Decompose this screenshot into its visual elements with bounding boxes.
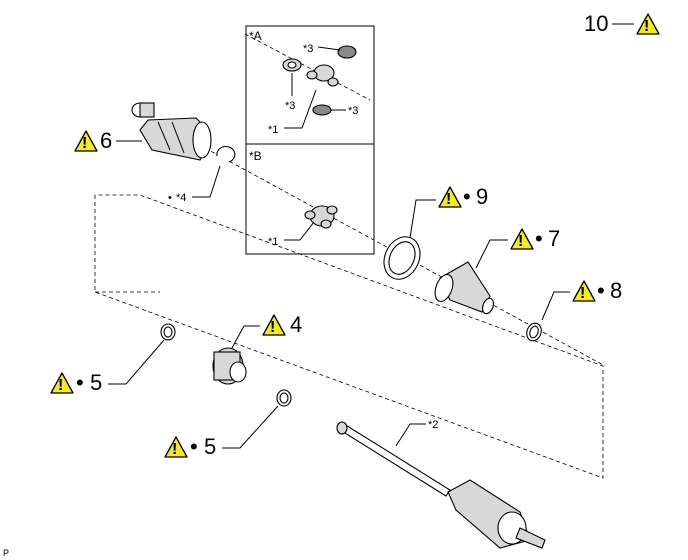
bullet-8: • [597,278,605,303]
note-2-label: *2 [428,419,438,431]
inset-panel-a: *A *3 *3 *3 *1 [245,25,375,145]
part-number-7: 7 [548,226,560,251]
damper-part [212,347,247,385]
callout-8: ! • 8 [541,278,622,321]
joint-housing-part [131,102,212,161]
part-number-8: 8 [610,278,622,303]
bullet-5-lower: • [190,434,198,459]
callout-7: ! • 7 [475,226,560,269]
clip-lower-part [276,389,292,407]
inset-b-title: *B [249,149,262,163]
boot-clamp-part [383,236,421,280]
figure-code: P [3,548,9,558]
bullet-5-upper: • [76,370,84,395]
part-number-5-upper: 5 [90,370,102,395]
inset-panel-b: *B *1 [245,143,375,255]
caution-triangle-icon: ! [82,135,87,152]
part-number-5-lower: 5 [204,434,216,459]
small-clamp-part [526,322,542,342]
caution-triangle-icon: ! [270,319,275,336]
part-number-10: 10 [584,11,608,36]
callout-9: ! • 9 [409,184,488,239]
snap-ring-part [216,146,236,163]
caution-triangle-icon: ! [518,233,523,250]
assembly-centerlines [94,33,606,479]
caution-triangle-icon: ! [446,191,451,208]
inset-a-title: *A [249,29,262,43]
inset-a-note-3-top: *3 [303,43,313,55]
inset-a-note-3-left: *3 [285,100,295,112]
caution-triangle-icon: ! [58,377,63,394]
callout-10: 10 ! [584,11,660,36]
drive-shaft-part [336,421,546,549]
bullet-9: • [463,184,471,209]
bullet-note-4: • [168,192,172,204]
callout-4: ! 4 [231,312,302,349]
callout-note-2: *2 [395,419,438,447]
caution-triangle-icon: ! [644,18,649,35]
inset-b-note-1: *1 [268,236,278,248]
part-number-4: 4 [290,312,302,337]
boot-part [434,261,494,315]
inset-a-note-1: *1 [268,124,278,136]
clip-upper-part [160,323,176,341]
note-4-label: *4 [176,192,186,204]
callout-5-upper: ! • 5 [50,339,165,395]
caution-triangle-icon: ! [172,441,177,458]
inset-a-note-3-right: *3 [348,105,358,117]
callout-6: ! 6 [74,128,142,153]
callout-5-lower: ! • 5 [164,405,279,459]
bullet-7: • [535,226,543,251]
part-number-6: 6 [100,128,112,153]
part-number-9: 9 [476,184,488,209]
caution-triangle-icon: ! [580,285,585,302]
callout-note-4: • *4 [168,165,221,204]
